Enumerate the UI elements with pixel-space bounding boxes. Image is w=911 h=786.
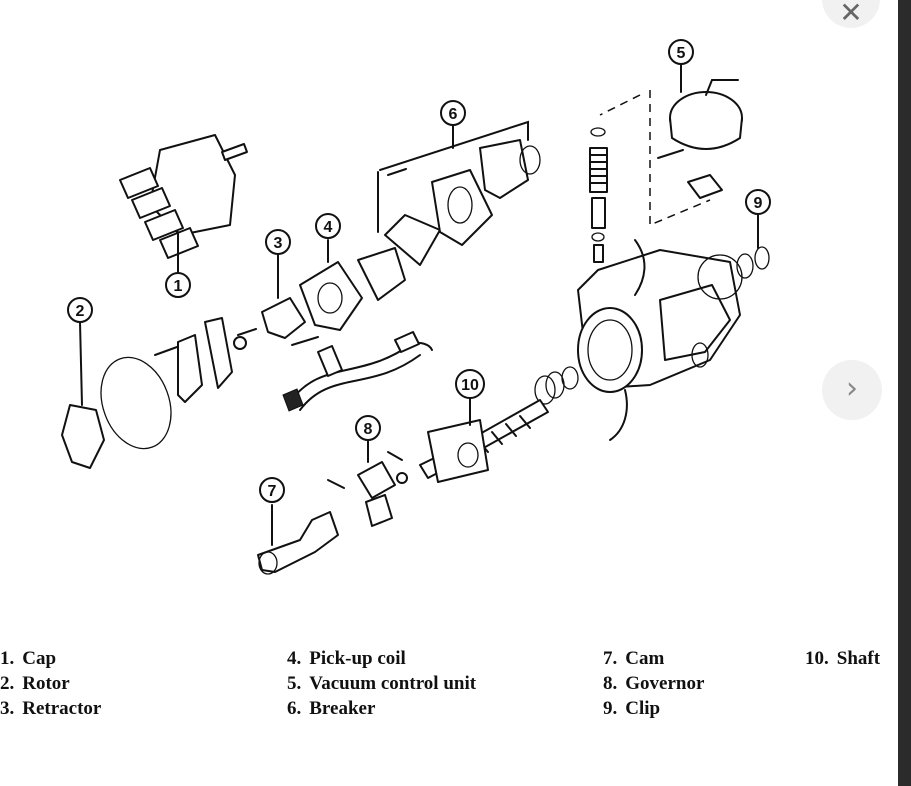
part-retractor bbox=[154, 254, 306, 403]
legend-item-10: 10.Shaft bbox=[805, 648, 881, 669]
legend-item-2: 2.Rotor bbox=[0, 673, 70, 694]
part-washers bbox=[534, 366, 579, 405]
viewer-edge-bar bbox=[898, 0, 911, 786]
callout-3: 3 bbox=[265, 229, 291, 255]
callout-4: 4 bbox=[315, 213, 341, 239]
callout-1: 1 bbox=[165, 272, 191, 298]
part-governor bbox=[327, 439, 408, 527]
part-rotor bbox=[61, 321, 105, 469]
svg-text:2: 2 bbox=[76, 303, 85, 320]
legend-item-6: 6.Breaker bbox=[287, 698, 376, 719]
callout-6: 6 bbox=[440, 100, 466, 126]
legend-item-4: 4.Pick-up coil bbox=[287, 648, 406, 669]
callout-7: 7 bbox=[259, 477, 285, 503]
svg-text:10: 10 bbox=[461, 377, 479, 394]
distributor-exploded-diagram: 1 2 3 4 5 6 7 8 9 10 bbox=[61, 39, 771, 575]
svg-text:8: 8 bbox=[364, 421, 373, 438]
svg-text:9: 9 bbox=[754, 195, 763, 212]
svg-text:1: 1 bbox=[174, 278, 183, 295]
legend-item-5: 5.Vacuum control unit bbox=[287, 673, 477, 694]
svg-text:3: 3 bbox=[274, 235, 283, 252]
legend-item-7: 7.Cam bbox=[603, 648, 665, 669]
part-cam bbox=[257, 504, 339, 575]
callout-10: 10 bbox=[455, 369, 485, 399]
svg-text:5: 5 bbox=[677, 45, 686, 62]
legend-item-9: 9.Clip bbox=[603, 698, 661, 719]
part-housing bbox=[577, 239, 743, 441]
part-pickup-coil bbox=[291, 239, 363, 346]
callout-8: 8 bbox=[355, 415, 381, 441]
next-image-button[interactable]: › bbox=[822, 360, 882, 420]
part-vacuum-unit bbox=[599, 64, 743, 227]
part-clip bbox=[736, 214, 770, 279]
part-shaft bbox=[419, 397, 549, 483]
svg-text:6: 6 bbox=[449, 106, 458, 123]
parts-legend: 1.Cap 2.Rotor 3.Retractor 4.Pick-up coil… bbox=[0, 648, 900, 728]
part-wiring bbox=[282, 331, 433, 412]
close-button[interactable]: ✕ bbox=[822, 0, 880, 29]
legend-item-1: 1.Cap bbox=[0, 648, 57, 669]
part-cap bbox=[119, 134, 248, 273]
chevron-right-icon: › bbox=[846, 371, 858, 406]
legend-item-8: 8.Governor bbox=[603, 673, 705, 694]
part-spring-stack bbox=[589, 127, 608, 263]
part-breaker bbox=[357, 120, 541, 301]
close-icon: ✕ bbox=[839, 0, 863, 29]
part-ring bbox=[100, 356, 172, 450]
callout-2: 2 bbox=[67, 297, 93, 323]
svg-text:7: 7 bbox=[268, 483, 277, 500]
callout-5: 5 bbox=[668, 39, 694, 65]
svg-text:4: 4 bbox=[324, 219, 333, 236]
legend-item-3: 3.Retractor bbox=[0, 698, 102, 719]
callout-9: 9 bbox=[745, 189, 771, 215]
